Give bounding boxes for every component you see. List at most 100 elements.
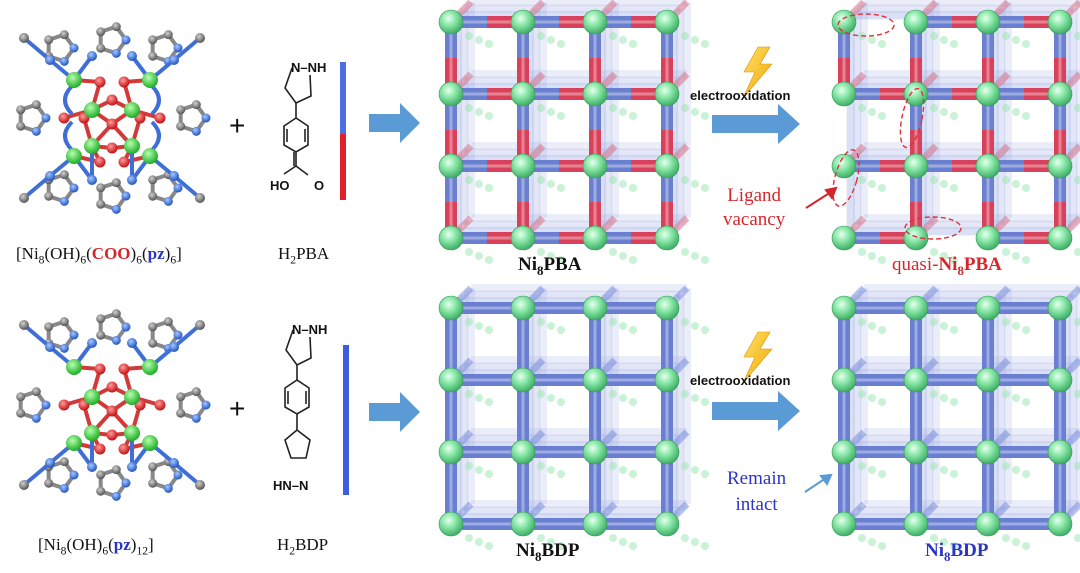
ni8-cluster-node — [655, 512, 679, 536]
inner-node — [557, 40, 565, 48]
ni8-cluster-node — [832, 440, 856, 464]
inner-node — [930, 390, 938, 398]
inner-node — [619, 322, 627, 330]
arrow-bottom-2 — [712, 391, 800, 431]
remain-intact-pointer — [805, 475, 831, 492]
ni8-cluster-node — [1048, 296, 1072, 320]
inner-node — [629, 398, 637, 406]
atom — [202, 401, 211, 410]
inner-node — [858, 534, 866, 542]
inner-node — [547, 108, 555, 116]
ni8-cluster-node — [583, 226, 607, 250]
inner-node — [858, 390, 866, 398]
ni8-cluster-node — [583, 368, 607, 392]
inner-node — [1002, 104, 1010, 112]
inner-node — [950, 184, 958, 192]
oxygen-atom — [155, 400, 166, 411]
atom — [112, 205, 121, 214]
ni8-cluster-node — [655, 82, 679, 106]
inner-node — [930, 104, 938, 112]
inner-node — [629, 184, 637, 192]
nickel-atom — [84, 389, 100, 405]
nitrogen-atom — [127, 462, 137, 472]
inner-node — [475, 36, 483, 44]
inner-node — [691, 36, 699, 44]
framework-label-bottom: Ni8BDP — [516, 540, 579, 565]
atom — [70, 471, 79, 480]
inner-node — [619, 252, 627, 260]
inner-node — [701, 470, 709, 478]
inner-node — [930, 318, 938, 326]
atom — [176, 409, 185, 418]
inner-node — [619, 180, 627, 188]
ni8-cluster-node — [511, 154, 535, 178]
inner-node — [950, 326, 958, 334]
ni8-cluster-node — [583, 440, 607, 464]
oxygen-atom — [119, 364, 130, 375]
oxygen-atom — [119, 77, 130, 88]
inner-node — [1002, 534, 1010, 542]
ni8-cluster-node — [439, 82, 463, 106]
nitrogen-atom — [169, 458, 179, 468]
nitrogen-atom — [45, 458, 55, 468]
ni8-cluster-node — [904, 368, 928, 392]
inner-node — [950, 112, 958, 120]
nickel-atom — [66, 72, 82, 88]
inner-node — [681, 104, 689, 112]
inner-node — [537, 104, 545, 112]
atom — [112, 309, 121, 318]
inner-node — [465, 248, 473, 256]
inner-node — [858, 248, 866, 256]
linker-molecule-bdp — [285, 330, 311, 458]
inner-node — [1012, 322, 1020, 330]
inner-node — [1002, 176, 1010, 184]
ni8-cluster-node — [1048, 368, 1072, 392]
oxygen-atom — [107, 430, 118, 441]
atom — [192, 100, 201, 109]
inner-node — [868, 322, 876, 330]
inner-node — [691, 466, 699, 474]
inner-node — [629, 542, 637, 550]
atom — [148, 479, 157, 488]
oxygen-atom — [107, 382, 118, 393]
inner-node — [465, 318, 473, 326]
inner-node — [878, 40, 886, 48]
inner-node — [691, 538, 699, 546]
nickel-atom — [66, 435, 82, 451]
nitrogen-atom — [45, 171, 55, 181]
ni8-cluster-node — [832, 368, 856, 392]
ni8-cluster-node — [1048, 154, 1072, 178]
ni8-cluster-node — [832, 226, 856, 250]
ni8-cluster-node — [511, 296, 535, 320]
ligand-vacancy-annotation: Ligandvacancy — [723, 184, 785, 232]
inner-node — [557, 398, 565, 406]
cluster-label-top: [Ni8(OH)6(COO)6(pz)6] — [16, 244, 182, 266]
nickel-atom — [142, 435, 158, 451]
ni8-cluster-node — [439, 154, 463, 178]
inner-node — [475, 394, 483, 402]
atom — [32, 414, 41, 423]
inner-node — [557, 470, 565, 478]
arrow-top-2 — [712, 104, 800, 144]
linker-atom-label: O — [314, 178, 324, 193]
inner-node — [475, 322, 483, 330]
atom — [44, 322, 53, 331]
atom — [70, 44, 79, 53]
ni8-cluster-node — [1048, 226, 1072, 250]
inner-node — [619, 538, 627, 546]
ni8-cluster-node — [904, 154, 928, 178]
inner-node — [681, 462, 689, 470]
atom — [112, 492, 121, 501]
atom — [32, 387, 41, 396]
inner-node — [1002, 248, 1010, 256]
linker-atom-label: N–NH — [292, 322, 327, 337]
atom — [44, 479, 53, 488]
atom — [122, 36, 131, 45]
inner-node — [609, 318, 617, 326]
atom — [44, 192, 53, 201]
oxygen-atom — [95, 364, 106, 375]
atom — [148, 322, 157, 331]
nickel-atom — [124, 389, 140, 405]
inner-node — [465, 534, 473, 542]
